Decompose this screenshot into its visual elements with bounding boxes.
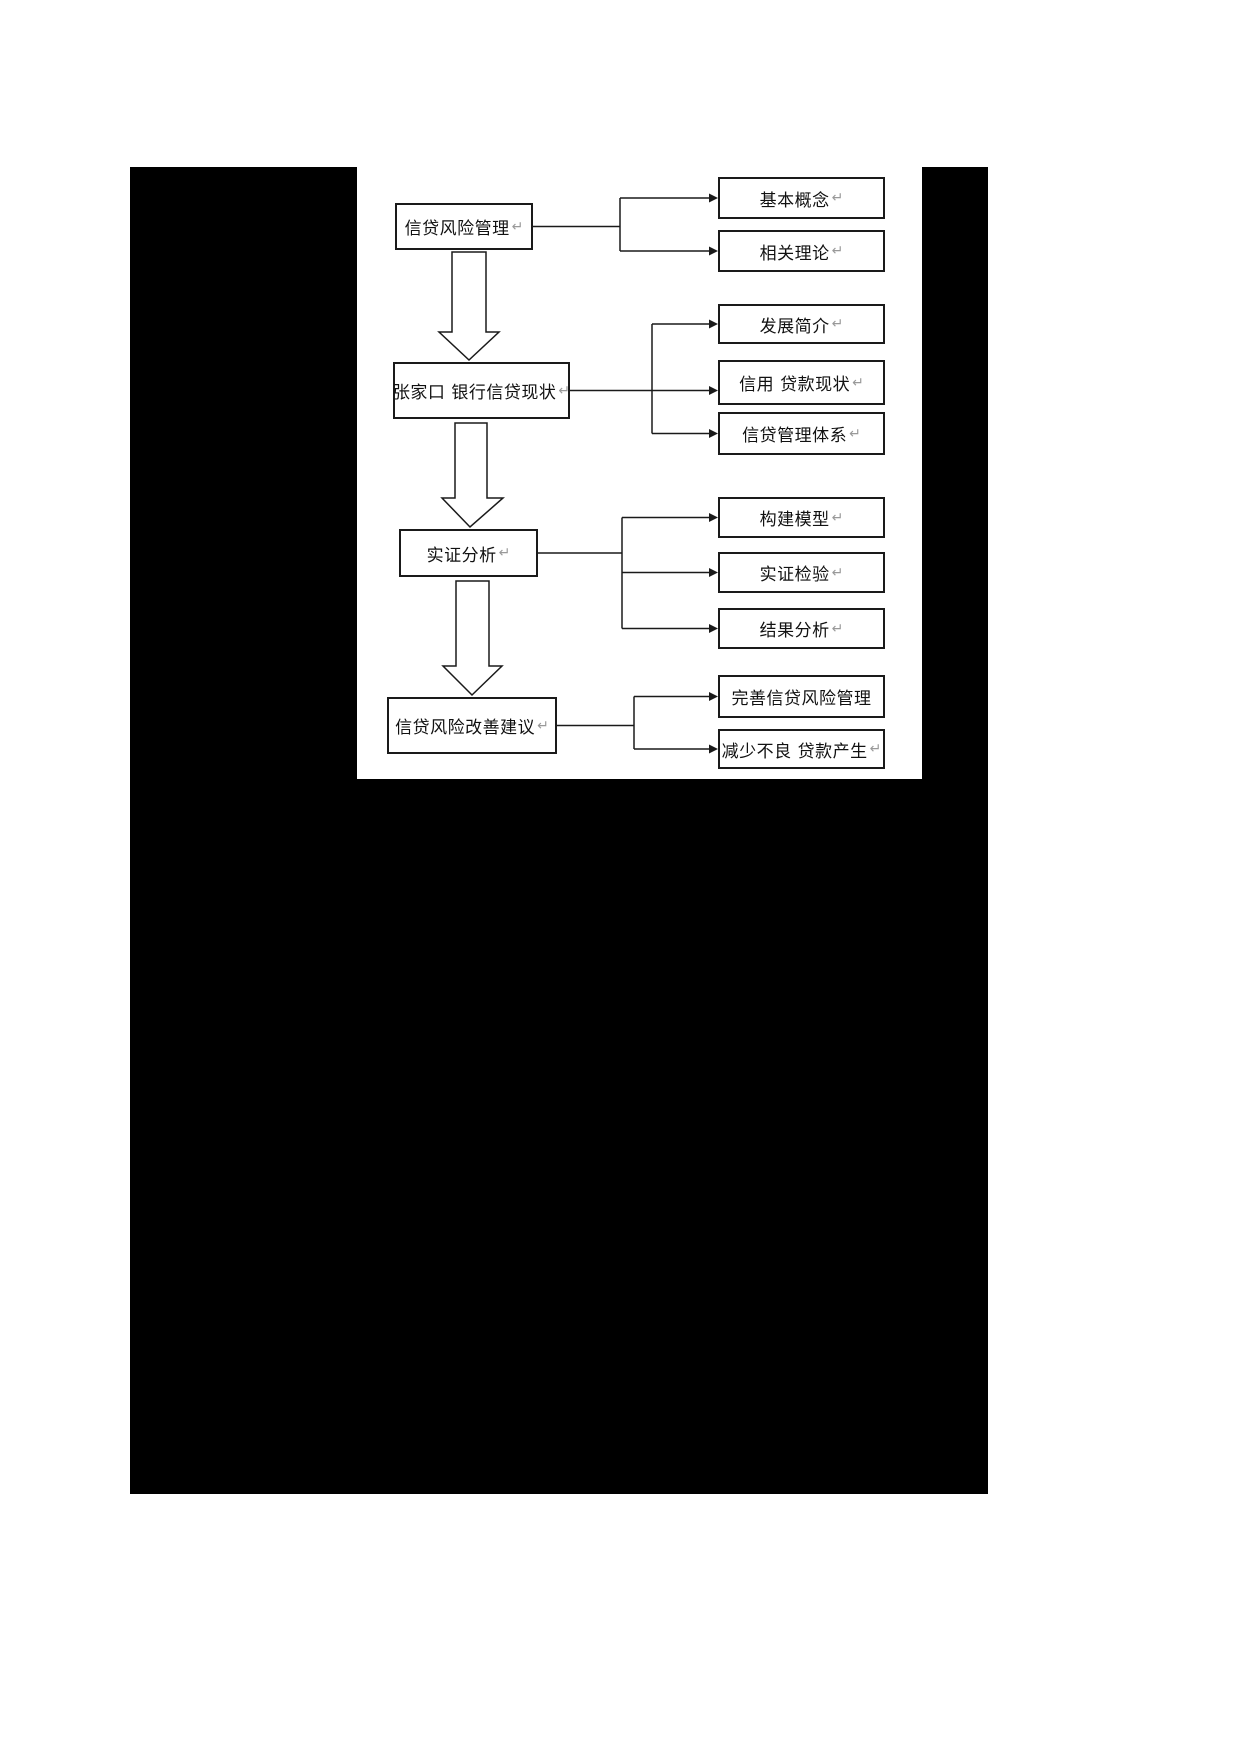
return-mark: ↵ <box>558 382 571 399</box>
branch-box-improve-credit-risk-management: 完善信贷风险管理 <box>718 675 885 718</box>
branch-box-basic-concepts: 基本概念 ↵ <box>718 177 885 219</box>
return-mark: ↵ <box>498 545 511 561</box>
branch-label: 基本概念 <box>759 190 830 211</box>
branch-box-empirical-test: 实证检验 ↵ <box>718 552 885 593</box>
return-mark: ↵ <box>537 717 549 734</box>
branch-label: 实证检验 <box>759 565 830 585</box>
branch-box-reduce-bad-loans: 减少不良 贷款产生 ↵ <box>718 729 885 769</box>
branch-label: 发展简介 <box>759 316 830 337</box>
stage-box-empirical-analysis: 实证分析 ↵ <box>399 529 538 577</box>
return-mark: ↵ <box>831 243 844 259</box>
branch-label: 结果分析 <box>759 621 830 641</box>
stage-label: 实证分析 <box>426 545 497 566</box>
return-mark: ↵ <box>831 620 844 637</box>
down-block-arrow-2 <box>440 422 505 529</box>
flowchart-figure: 信贷风险管理 ↵ 张家口 银行信贷现状 ↵ 实证分析 ↵ 信贷风险改善建议 ↵ … <box>357 167 922 779</box>
return-mark: ↵ <box>849 425 861 442</box>
return-mark: ↵ <box>831 509 844 526</box>
stage-box-credit-risk-management: 信贷风险管理 ↵ <box>395 203 533 250</box>
connector-lines <box>437 193 718 754</box>
branch-box-credit-loan-status: 信用 贷款现状 ↵ <box>718 360 885 405</box>
branch-label: 信用 贷款现状 <box>739 375 851 395</box>
stage-label: 张家口 银行信贷现状 <box>392 383 557 403</box>
stage-box-zhangjiakou-bank-credit-status: 张家口 银行信贷现状 ↵ <box>393 362 570 419</box>
branch-label: 信贷管理体系 <box>742 426 848 446</box>
return-mark: ↵ <box>852 374 864 391</box>
connector-stage1-branches <box>533 193 718 256</box>
down-block-arrow-1 <box>437 251 501 362</box>
connector-stage2-branches <box>570 319 718 438</box>
branch-box-credit-management-system: 信贷管理体系 ↵ <box>718 412 885 455</box>
branch-box-development-intro: 发展简介 ↵ <box>718 304 885 344</box>
down-block-arrow-3 <box>441 580 504 697</box>
branch-box-related-theories: 相关理论 ↵ <box>718 230 885 272</box>
branch-label: 构建模型 <box>759 510 830 530</box>
branch-box-build-model: 构建模型 ↵ <box>718 497 885 538</box>
branch-label: 减少不良 贷款产生 <box>721 741 868 762</box>
return-mark: ↵ <box>831 190 844 206</box>
return-mark: ↵ <box>831 564 844 581</box>
connector-stage3-branches <box>538 513 718 633</box>
stage-label: 信贷风险管理 <box>404 219 510 239</box>
branch-label: 相关理论 <box>759 243 830 264</box>
branch-label: 完善信贷风险管理 <box>731 689 872 709</box>
return-mark: ↵ <box>831 316 844 332</box>
stage-label: 信贷风险改善建议 <box>395 718 536 738</box>
return-mark: ↵ <box>869 741 882 757</box>
connector-stage4-branches <box>557 692 718 754</box>
return-mark: ↵ <box>511 218 524 235</box>
branch-box-result-analysis: 结果分析 ↵ <box>718 608 885 649</box>
stage-box-improvement-suggestions: 信贷风险改善建议 ↵ <box>387 697 557 754</box>
